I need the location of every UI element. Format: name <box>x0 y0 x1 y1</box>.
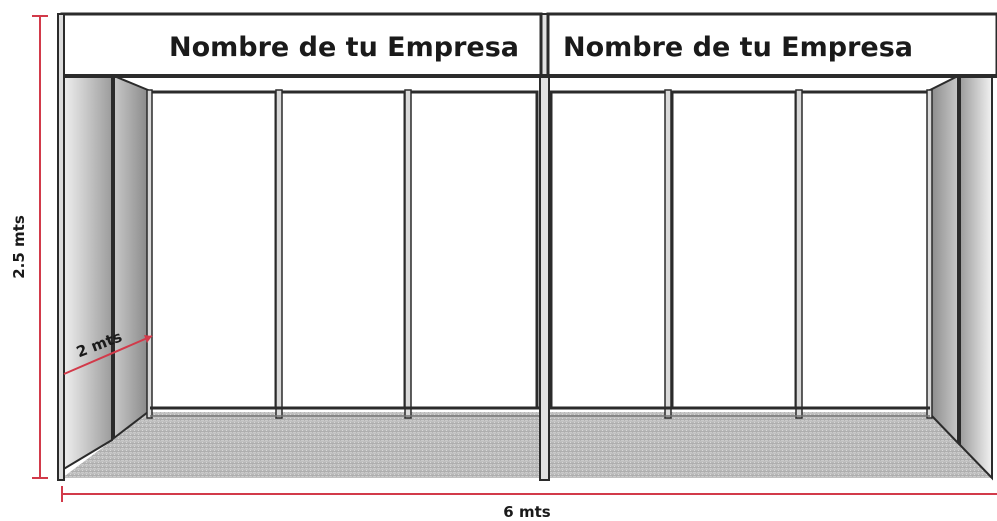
left-side-wall-inner <box>113 74 149 441</box>
back-panel <box>148 90 278 410</box>
back-panel <box>670 90 798 410</box>
depth-dimension <box>63 335 153 375</box>
back-panel <box>799 90 930 410</box>
fascia-left-label: Nombre de tu Empresa <box>169 32 519 63</box>
left-side-wall-outer <box>61 75 113 472</box>
right-side-wall-outer <box>959 75 993 481</box>
right-side-wall-inner <box>929 74 959 446</box>
carpet-floor <box>62 412 992 478</box>
fascia-right <box>546 12 997 78</box>
back-panels <box>148 90 930 410</box>
height-dimension <box>32 15 48 479</box>
width-dimension <box>61 486 997 502</box>
fascia-right-label: Nombre de tu Empresa <box>563 32 913 63</box>
back-posts <box>146 89 933 419</box>
back-panel <box>549 90 669 410</box>
back-panel <box>408 90 539 410</box>
height-label: 2.5 mts <box>10 215 28 279</box>
front-left-post <box>57 13 65 481</box>
width-label: 6 mts <box>503 503 550 521</box>
back-panel <box>279 90 407 410</box>
center-post <box>539 13 550 481</box>
